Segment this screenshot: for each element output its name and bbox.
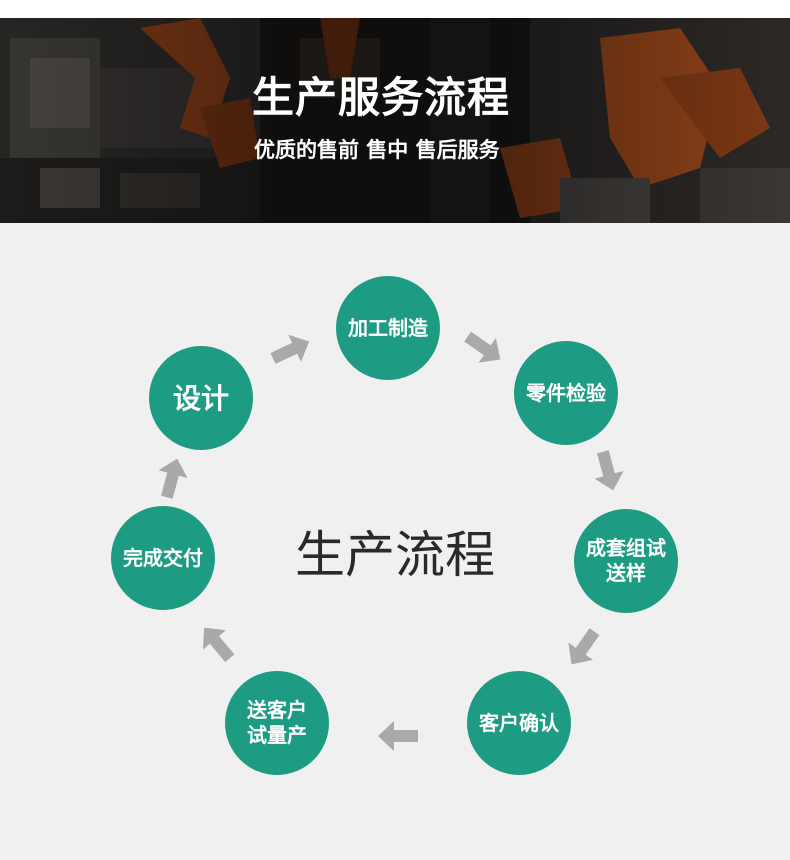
arrow-right-icon xyxy=(152,455,191,501)
arrow-right-icon xyxy=(588,448,627,494)
arrow-right-icon xyxy=(267,328,316,372)
step-design-label: 设计 xyxy=(172,381,229,415)
step-customer-confirm-label: 客户确认 xyxy=(479,710,559,735)
step-inspection-label: 零件检验 xyxy=(526,380,606,405)
step-manufacturing-label: 加工制造 xyxy=(348,315,428,340)
step-inspection: 零件检验 xyxy=(514,341,618,445)
step-customer-trial: 送客户 试量产 xyxy=(225,671,329,775)
step-manufacturing: 加工制造 xyxy=(336,276,440,380)
banner-overlay xyxy=(0,18,790,223)
step-delivery-label: 完成交付 xyxy=(123,545,203,570)
step-assembly-label-line2: 送样 xyxy=(606,561,646,585)
step-design: 设计 xyxy=(149,346,253,450)
step-customer-trial-label-line2: 试量产 xyxy=(247,723,307,747)
step-customer-trial-label-line1: 送客户 xyxy=(247,698,307,722)
arrow-right-icon xyxy=(459,324,509,372)
step-assembly-label-line1: 成套组试 xyxy=(586,536,666,560)
arrow-right-icon xyxy=(378,721,418,751)
step-customer-confirm: 客户确认 xyxy=(467,671,571,775)
production-flow-diagram: 生产流程 设计 加工制造 零件检验 成套组试 送样 客户确认 送客户 试量产 完… xyxy=(0,223,790,860)
arrow-right-icon xyxy=(193,618,242,668)
header-banner: 生产服务流程 优质的售前 售中 售后服务 xyxy=(0,18,790,223)
step-delivery: 完成交付 xyxy=(111,506,215,610)
arrow-right-icon xyxy=(559,623,607,673)
flow-center-title: 生产流程 xyxy=(295,526,495,584)
step-assembly-test-sample: 成套组试 送样 xyxy=(574,509,678,613)
banner-title: 生产服务流程 xyxy=(252,73,511,122)
banner-subtitle: 优质的售前 售中 售后服务 xyxy=(254,138,500,162)
